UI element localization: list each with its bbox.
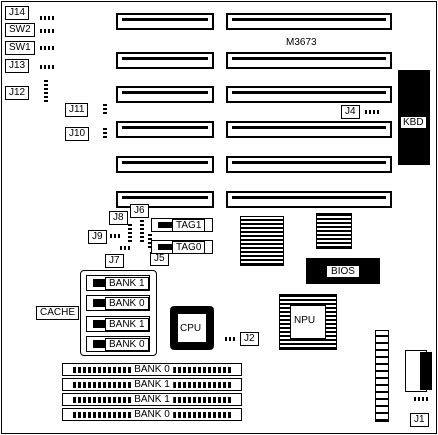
jumper-j1-pins: [414, 397, 428, 401]
expansion-slot: [226, 121, 392, 138]
jumper-j1-label: J1: [410, 413, 429, 427]
cache-bank-chip: BANK 1: [86, 275, 150, 291]
sw2-pins: [40, 29, 56, 33]
expansion-slot: [226, 156, 392, 173]
jumper-j12-pins: [44, 80, 48, 102]
simm-slot: BANK 1: [62, 393, 242, 406]
jumper-j4-label: J4: [341, 105, 360, 119]
sw2-label: SW2: [5, 23, 35, 37]
jumper-j6-pins: [140, 218, 144, 242]
simm-slot: BANK 1: [62, 378, 242, 391]
cache-label: CACHE: [36, 306, 80, 320]
jumper-j11-pins: [103, 104, 107, 114]
expansion-slot: [116, 86, 214, 103]
jumper-j13-label: J13: [5, 59, 30, 73]
cache-bank-chip: BANK 0: [86, 336, 150, 352]
bios-label: BIOS: [327, 265, 359, 277]
simm-bank-label: BANK 1: [131, 394, 173, 405]
npu-label: NPU: [294, 315, 316, 326]
jumper-j8-label: J8: [109, 211, 128, 225]
side-connector-shell: [420, 352, 432, 390]
jumper-j11-label: J11: [65, 103, 89, 117]
expansion-slot: [226, 191, 392, 208]
expansion-slot: [226, 13, 392, 30]
tag1-chip: TAG1: [151, 218, 213, 232]
cpu-label: CPU: [180, 323, 202, 334]
model-label: M3673: [286, 37, 317, 48]
cache-bank-chip: BANK 0: [86, 295, 150, 311]
jumper-j5-pins: [148, 232, 152, 248]
simm-bank-label: BANK 1: [131, 379, 173, 390]
jumper-j10-label: J10: [65, 127, 90, 141]
expansion-slot: [116, 13, 214, 30]
jumper-j2-label: J2: [240, 332, 259, 346]
kbd-label: KBD: [400, 116, 427, 129]
sw1-label: SW1: [5, 41, 35, 55]
tag1-label: TAG1: [172, 219, 206, 232]
jumper-j4-pins: [365, 110, 379, 114]
jumper-j10-pins: [103, 128, 107, 138]
cache-bank-group: [80, 270, 157, 356]
jumper-j13-pins: [40, 65, 54, 69]
jumper-j9-pins: [110, 234, 120, 238]
expansion-slot: [116, 156, 214, 173]
cache-bank-label: BANK 0: [105, 297, 149, 310]
jumper-j7-pins: [120, 246, 132, 250]
jumper-j14-label: J14: [5, 6, 30, 20]
chipset-right: [316, 213, 352, 249]
jumper-j6-label: J6: [130, 204, 149, 218]
cache-bank-chip: BANK 1: [86, 316, 150, 332]
jumper-j5-label: J5: [150, 252, 169, 266]
tag0-label: TAG0: [172, 241, 206, 254]
jumper-j8-pins: [128, 224, 132, 242]
jumper-j7-label: J7: [105, 254, 124, 268]
chipset-left: [240, 216, 284, 266]
expansion-slot: [226, 52, 392, 69]
simm-bank-label: BANK 0: [131, 364, 173, 375]
sw1-pins: [40, 46, 56, 50]
cpu-core: [178, 314, 206, 342]
simm-bank-label: BANK 0: [131, 409, 173, 420]
expansion-slot: [116, 121, 214, 138]
npu-core: [290, 305, 326, 339]
expansion-slot: [226, 86, 392, 103]
tag0-chip: TAG0: [151, 240, 213, 254]
power-connector: [375, 330, 389, 422]
jumper-j9-label: J9: [88, 230, 107, 244]
jumper-j2-pins: [225, 337, 237, 341]
jumper-j12-label: J12: [5, 86, 30, 100]
expansion-slot: [116, 52, 214, 69]
expansion-slot: [116, 191, 214, 208]
cache-bank-label: BANK 1: [105, 318, 149, 331]
simm-slot: BANK 0: [62, 408, 242, 421]
simm-slot: BANK 0: [62, 363, 242, 376]
jumper-j14-pins: [40, 16, 54, 20]
bios-chip: BIOS: [306, 258, 380, 284]
cache-bank-label: BANK 0: [105, 338, 149, 351]
cache-bank-label: BANK 1: [105, 277, 149, 290]
